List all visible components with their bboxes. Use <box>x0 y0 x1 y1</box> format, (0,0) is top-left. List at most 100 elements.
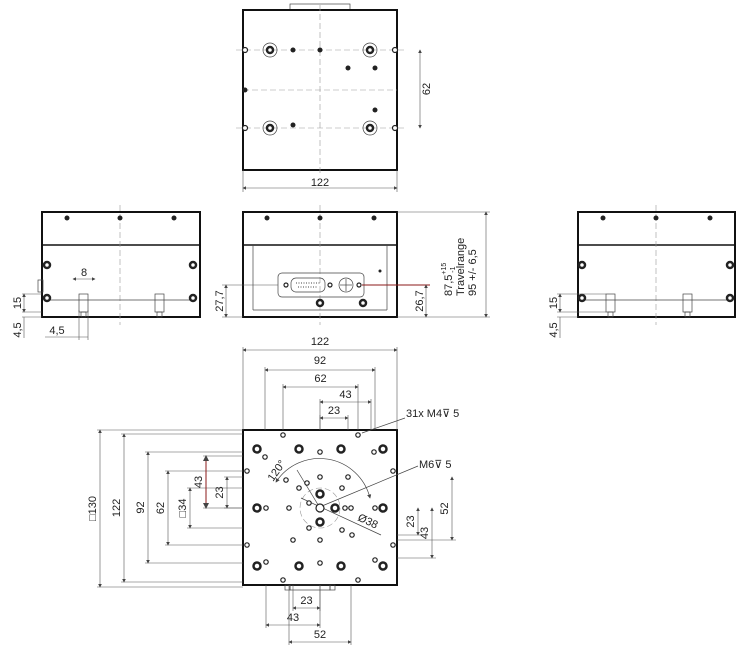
bottom-dim: 52 <box>314 629 326 641</box>
top-dim: 23 <box>328 405 340 417</box>
m4-hole <box>244 468 250 474</box>
m6-hole <box>294 444 304 454</box>
left-dim: 43 <box>193 476 205 488</box>
mounting-hole <box>365 123 375 133</box>
m4-hole <box>317 537 323 543</box>
m6-hole <box>252 503 262 513</box>
left-dim: □130 <box>87 496 99 521</box>
m4-hole <box>390 468 396 474</box>
mounting-slot <box>262 120 278 136</box>
m4-hole <box>372 557 378 563</box>
m6-hole <box>336 444 346 454</box>
travelrange-label: Travelrange <box>455 238 467 296</box>
top-width-dim: 122 <box>311 177 329 189</box>
m4-hole <box>280 577 286 583</box>
diameter-leader <box>300 497 382 536</box>
m4-callout: 31x M4⊽ 5 <box>406 408 459 420</box>
left-dim: 92 <box>135 501 147 513</box>
height-tol-upper: +15 <box>441 263 448 275</box>
m4-hole <box>342 505 348 511</box>
m6-hole <box>378 561 388 571</box>
hole <box>242 87 248 93</box>
left-side-body <box>41 211 201 318</box>
m4-hole <box>296 485 302 491</box>
top-view: 122 62 <box>236 3 433 192</box>
m4-hole <box>355 432 361 438</box>
m6-hole <box>252 444 262 454</box>
m6-hole <box>315 489 325 499</box>
top-hole-spacing-dim: 62 <box>421 83 433 95</box>
bottom-view: 31x M4⊽ 5 M6⊽ 5 120° Ø38 12292624323□130… <box>87 336 459 645</box>
left-dim: 23 <box>214 486 226 498</box>
mounting-hole <box>265 45 275 55</box>
m6-hole <box>294 561 304 571</box>
connector-offset-dim: 26,7 <box>414 290 426 311</box>
m4-hole <box>304 480 310 486</box>
angle-arc <box>275 458 372 499</box>
m4-hole <box>349 532 355 538</box>
m4-hole <box>290 537 296 543</box>
top-dim: 92 <box>314 355 326 367</box>
m6-hole <box>378 503 388 513</box>
m4-hole <box>306 500 312 506</box>
right-pin-offset-dim: 4,5 <box>548 322 560 337</box>
height-dim: 87,5+15-1 <box>441 263 457 296</box>
edge-hole <box>391 46 399 54</box>
m4-hole <box>280 432 286 438</box>
right-side-view: 15 4,5 <box>548 205 736 338</box>
mounting-slot <box>362 42 378 58</box>
edge-hole <box>241 46 249 54</box>
top-view-holes <box>241 42 399 136</box>
m6-hole <box>315 517 325 527</box>
pin-offset-h-dim: 4,5 <box>49 325 64 337</box>
m4-hole <box>372 505 378 511</box>
m6-hole <box>252 561 262 571</box>
hole <box>372 107 378 113</box>
top-dim: 62 <box>314 373 326 385</box>
m4-hole <box>345 474 351 480</box>
m4-hole <box>355 577 361 583</box>
m4-hole <box>262 454 268 460</box>
pin-width-dim: 8 <box>81 267 87 279</box>
right-pin-height-dim: 15 <box>548 297 560 309</box>
m6-hole <box>378 444 388 454</box>
left-dim: □34 <box>177 499 189 518</box>
m4-hole <box>390 542 396 548</box>
m4-hole <box>317 474 323 480</box>
pin-offset-v-dim: 4,5 <box>12 322 24 337</box>
m4-hole <box>339 485 345 491</box>
m4-hole <box>339 527 345 533</box>
bottom-dim: 43 <box>287 612 299 624</box>
front-view: 27,7 26,7 87,5+15-1 Travelrange 95 +/- 6… <box>214 205 490 325</box>
m4-hole <box>317 560 323 566</box>
m4-leader <box>361 417 406 434</box>
m4-hole <box>306 525 312 531</box>
mounting-hole <box>265 123 275 133</box>
top-dim: 43 <box>339 389 351 401</box>
connector-height-dim: 27,7 <box>214 290 226 311</box>
travelrange-value: 95 +/- 6,5 <box>467 249 479 296</box>
hole <box>290 122 296 128</box>
hole <box>372 65 378 71</box>
d-sub-connector <box>290 277 326 293</box>
hole <box>317 47 323 53</box>
right-dim: 23 <box>405 515 417 527</box>
top-dim: 122 <box>311 336 329 348</box>
m4-hole <box>371 449 377 455</box>
m4-hole <box>286 505 292 511</box>
left-side-view: 8 15 4,5 4,5 <box>12 205 201 340</box>
center-m6-hole <box>315 503 325 513</box>
right-side-body <box>577 211 736 318</box>
hole <box>290 47 296 53</box>
m6-leader <box>321 465 419 507</box>
m4-hole <box>244 542 250 548</box>
mounting-slot <box>362 120 378 136</box>
hole <box>345 65 351 71</box>
bottom-view-holes <box>244 432 396 583</box>
m4-hole <box>263 505 269 511</box>
edge-hole <box>391 124 399 132</box>
m4-hole <box>348 505 354 511</box>
right-dim: 43 <box>419 527 431 539</box>
m4-hole <box>263 559 269 565</box>
